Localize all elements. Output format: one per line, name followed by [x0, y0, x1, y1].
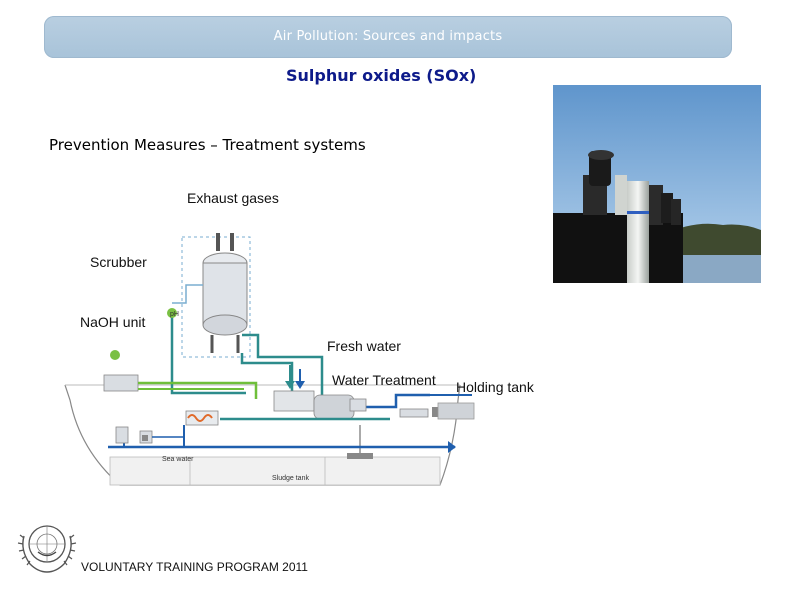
footer-program-text: VOLUNTARY TRAINING PROGRAM 2011	[81, 560, 308, 574]
header-title: Air Pollution: Sources and impacts	[273, 29, 503, 44]
ship-funnel-photo	[553, 85, 761, 283]
naoh-unit-label: NaOH unit	[80, 314, 145, 330]
organization-seal-icon	[17, 525, 77, 573]
header-bar: Air Pollution: Sources and impacts	[44, 16, 732, 58]
exhaust-gases-label: Exhaust gases	[187, 190, 279, 206]
scrubber-system-diagram: pH Exhaust gases Scrubber NaOH unit Fres…	[64, 190, 535, 486]
slide-title: Sulphur oxides (SOx)	[286, 66, 477, 85]
scrubber-label: Scrubber	[90, 254, 147, 270]
water-treatment-label: Water Treatment	[332, 372, 436, 388]
fresh-water-label: Fresh water	[327, 338, 401, 354]
holding-tank-label: Holding tank	[456, 379, 535, 395]
slide-subtitle: Prevention Measures – Treatment systems	[49, 136, 366, 154]
sea-water-label: Sea water	[162, 456, 194, 463]
sludge-tank-label: Sludge tank	[272, 475, 309, 482]
ph-label: pH	[170, 311, 179, 318]
